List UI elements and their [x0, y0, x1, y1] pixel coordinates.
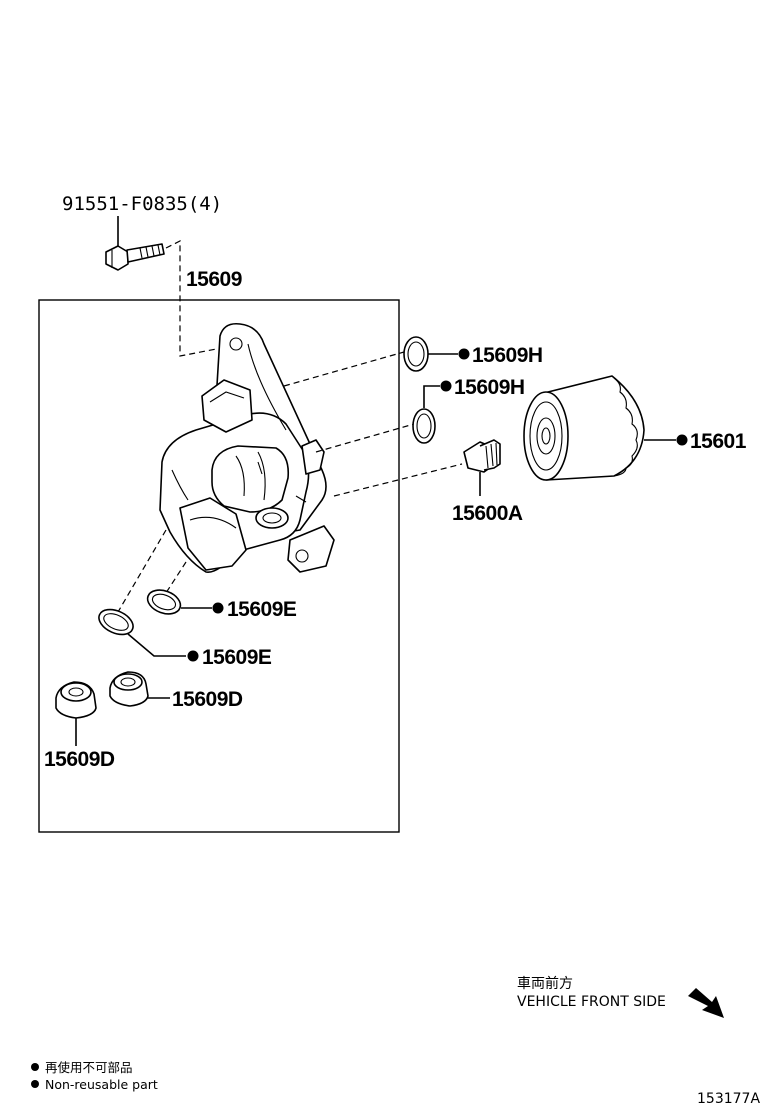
label-plug-d2: 15609D — [44, 748, 115, 771]
dash-housing-oring-h1 — [283, 351, 405, 387]
bolt-part — [105, 243, 165, 271]
oil-filter-part — [523, 375, 645, 481]
bullet-dot-icon — [676, 434, 688, 446]
plug-d1-part — [109, 671, 149, 707]
oring-h2-part — [412, 408, 436, 444]
bullet-dot-icon — [458, 348, 470, 360]
label-bolt: 91551-F0835(4) — [62, 193, 222, 215]
oring-e1-part — [146, 589, 182, 615]
leader-oring-e2 — [127, 633, 186, 657]
legend-english: Non-reusable part — [45, 1077, 158, 1092]
oil-filter-housing-part — [159, 322, 335, 573]
union-part — [463, 439, 501, 473]
direction-arrow-icon — [688, 988, 724, 1018]
direction-english: VEHICLE FRONT SIDE — [517, 994, 666, 1010]
direction-japanese: 車両前方 — [517, 975, 573, 992]
bullet-dot-icon — [187, 650, 199, 662]
plug-d2-part — [55, 681, 97, 719]
label-oring-e1: 15609E — [227, 598, 297, 621]
housing-group-box — [38, 299, 400, 833]
oring-h1-part — [403, 336, 429, 372]
dash-housing-oring-e1 — [163, 561, 187, 597]
dash-housing-union — [333, 463, 463, 497]
dash-housing-oring-e2 — [117, 529, 167, 613]
label-oring-h2: 15609H — [454, 376, 525, 399]
figure-id: 153177A — [697, 1091, 760, 1107]
bullet-dot-icon — [31, 1063, 39, 1071]
leader-oring-h2 — [423, 385, 440, 408]
bullet-dot-icon — [212, 602, 224, 614]
label-union: 15600A — [452, 502, 523, 525]
legend-japanese: 再使用不可部品 — [45, 1060, 133, 1075]
label-oring-e2: 15609E — [202, 646, 272, 669]
bullet-dot-icon — [440, 380, 452, 392]
label-filter: 15601 — [690, 430, 747, 453]
oring-e2-part — [98, 608, 134, 636]
bullet-dot-icon — [31, 1080, 39, 1088]
label-oring-h1: 15609H — [472, 344, 543, 367]
label-housing: 15609 — [186, 268, 242, 291]
dash-housing-oring-h2 — [315, 423, 415, 453]
label-plug-d1: 15609D — [172, 688, 243, 711]
dash-bolt-housing — [165, 240, 233, 357]
